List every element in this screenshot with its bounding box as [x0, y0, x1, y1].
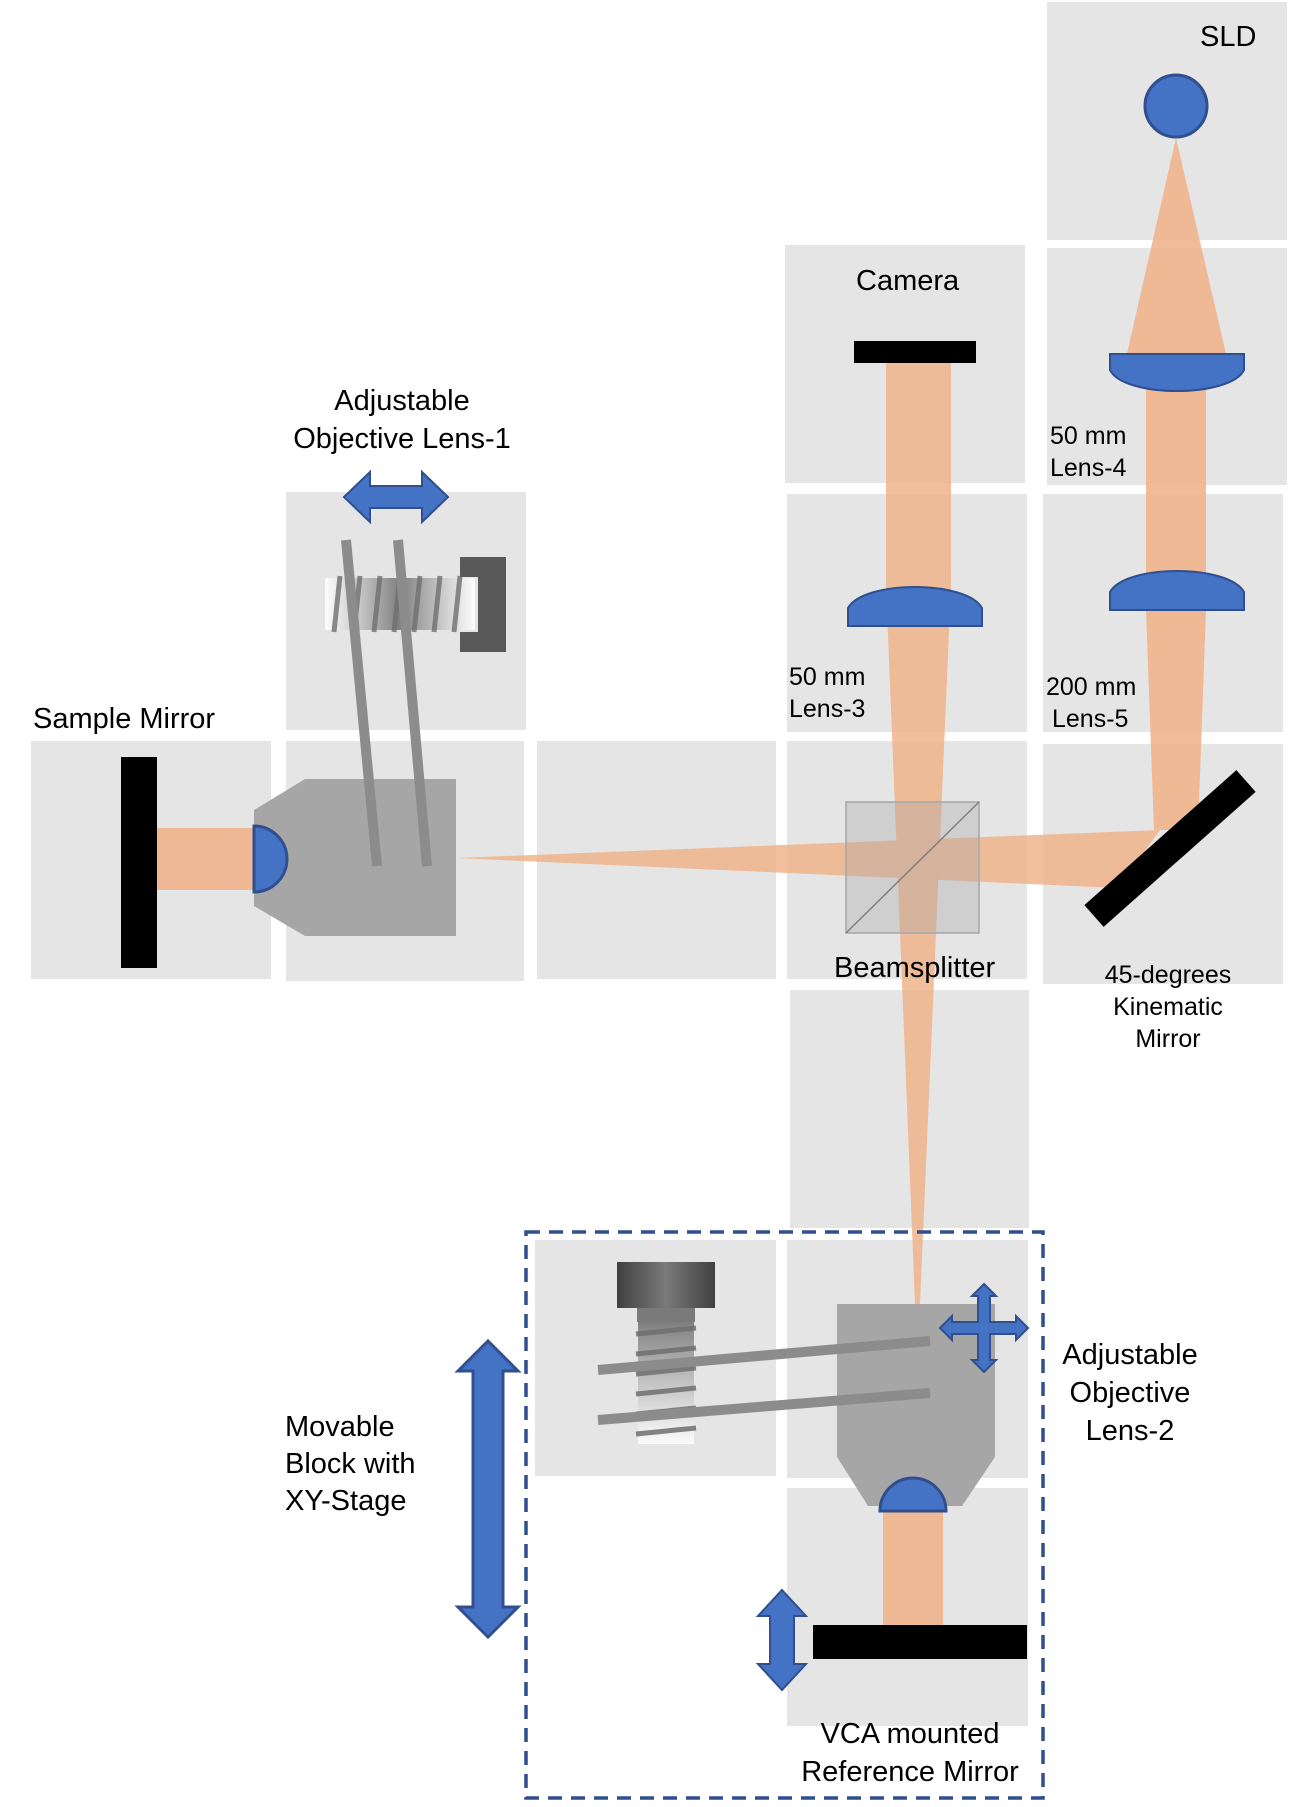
reference-label-line2: Reference Mirror	[801, 1756, 1019, 1788]
objective2-assembly	[597, 1304, 995, 1513]
sample-mirror-icon	[121, 757, 157, 968]
objective1-label-line1: Adjustable	[334, 385, 469, 417]
movable-block-arrow-icon	[454, 1338, 522, 1640]
beam-lens4-to-lens5	[1146, 380, 1206, 606]
sld-label: SLD	[1200, 21, 1256, 53]
lens4-label-line1: 50 mm	[1050, 422, 1126, 450]
lens4-icon	[1109, 353, 1245, 392]
beam-lens5-to-kinematic	[1146, 610, 1206, 830]
movable-block-outline	[524, 1230, 1045, 1800]
objective2-cross-arrow-icon	[938, 1282, 1030, 1374]
lens3-label-line1: 50 mm	[789, 663, 865, 691]
lens3-label-line2: Lens-3	[789, 695, 865, 723]
movable-label-line2: Block with	[285, 1448, 416, 1480]
movable-label-line3: XY-Stage	[285, 1485, 406, 1517]
objective1-housing	[254, 779, 456, 936]
reference-screw	[638, 1322, 694, 1444]
objective2-label-line3: Lens-2	[1086, 1415, 1175, 1447]
kinematic-label-line3: Mirror	[1135, 1025, 1200, 1053]
lens5-label-line1: 200 mm	[1046, 673, 1136, 701]
kinematic-mirror-icon	[1084, 770, 1256, 927]
reference-knob	[617, 1262, 715, 1308]
camera-label: Camera	[856, 265, 960, 297]
sample-mirror-label: Sample Mirror	[33, 703, 215, 735]
beam-horizontal	[456, 830, 1160, 888]
objective1-label-line2: Objective Lens-1	[293, 423, 511, 455]
lens5-icon	[1109, 570, 1245, 611]
sld-source-icon	[1143, 73, 1209, 139]
objective2-label-line2: Objective	[1070, 1377, 1191, 1409]
objective1-knob	[460, 557, 506, 652]
objective1-assembly	[252, 539, 506, 936]
objective1-double-arrow-icon	[342, 469, 450, 525]
kinematic-label-line2: Kinematic	[1113, 993, 1223, 1021]
sld-beam-cone	[1126, 138, 1227, 358]
objective2-lens-icon	[878, 1476, 948, 1513]
objective2-housing	[837, 1304, 995, 1506]
reference-vertical-arrow-icon	[755, 1588, 809, 1692]
movable-label-line1: Movable	[285, 1411, 395, 1443]
kinematic-label-line1: 45-degrees	[1105, 961, 1231, 989]
beamsplitter-label: Beamsplitter	[834, 952, 996, 984]
beam-reference-arm	[883, 1510, 943, 1632]
lens5-label-line2: Lens-5	[1052, 705, 1128, 733]
reference-mirror-icon	[813, 1625, 1027, 1659]
lens3-icon	[847, 586, 983, 627]
reference-label-line1: VCA mounted	[821, 1718, 1000, 1750]
camera-sensor-icon	[854, 341, 976, 363]
lens4-label-line2: Lens-4	[1050, 454, 1127, 482]
beam-sample-arm	[154, 828, 256, 890]
beamsplitter-cube-icon	[845, 801, 980, 934]
objective2-label-line1: Adjustable	[1062, 1339, 1197, 1371]
objective1-lens-icon	[252, 824, 289, 894]
reference-screw-assembly	[617, 1262, 715, 1444]
